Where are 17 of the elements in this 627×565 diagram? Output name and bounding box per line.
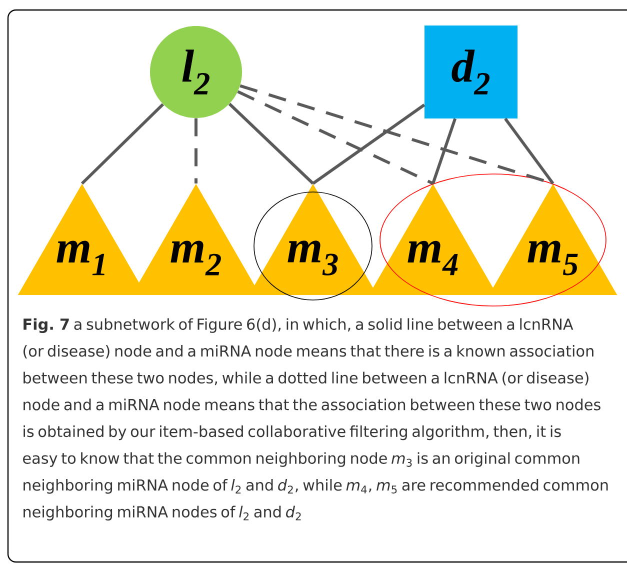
highlight-circle [254, 192, 372, 300]
connector-line [237, 90, 434, 185]
connector-line [504, 118, 554, 184]
mirna-triangle: m$_{5}$ [488, 184, 618, 296]
lncrna-node: l$_{2}$ [150, 26, 242, 118]
disease-node: d$_{2}$ [424, 26, 518, 118]
mirna-triangle: m$_{1}$ [18, 184, 146, 296]
connector-line [228, 102, 314, 185]
mirna-triangle: m$_{3}$ [248, 184, 378, 296]
caption: Fig. 7 a subnetwork of Figure 6(d), in which, a solid line between a lcnRNA (or disease) node and a miRNA node means that there is a known association between these two nodes, while a dotted line between a lcnRNA (or disease) node and a miRNA node means that the association between these two nodes is obtained by our item-based collaborative filtering algorithm, then, it is easy to know that the common neighboring node m$_{3}$ is an original common neighboring miRNA node of l$_{2}$ and d$_{2}$, while m$_{4}$, m$_{5}$ are recommended common neighboring miRNA nodes of l$_{2}$ and d$_{2}$ [23, 318, 608, 520]
highlight-ellipse [380, 174, 606, 306]
connector-line [312, 104, 426, 185]
connector-line [80, 103, 164, 185]
mirna-triangle: m$_{4}$ [368, 184, 498, 296]
connector-line [194, 118, 198, 184]
mirna-triangle: m$_{2}$ [132, 184, 260, 296]
connector-line [432, 118, 457, 184]
